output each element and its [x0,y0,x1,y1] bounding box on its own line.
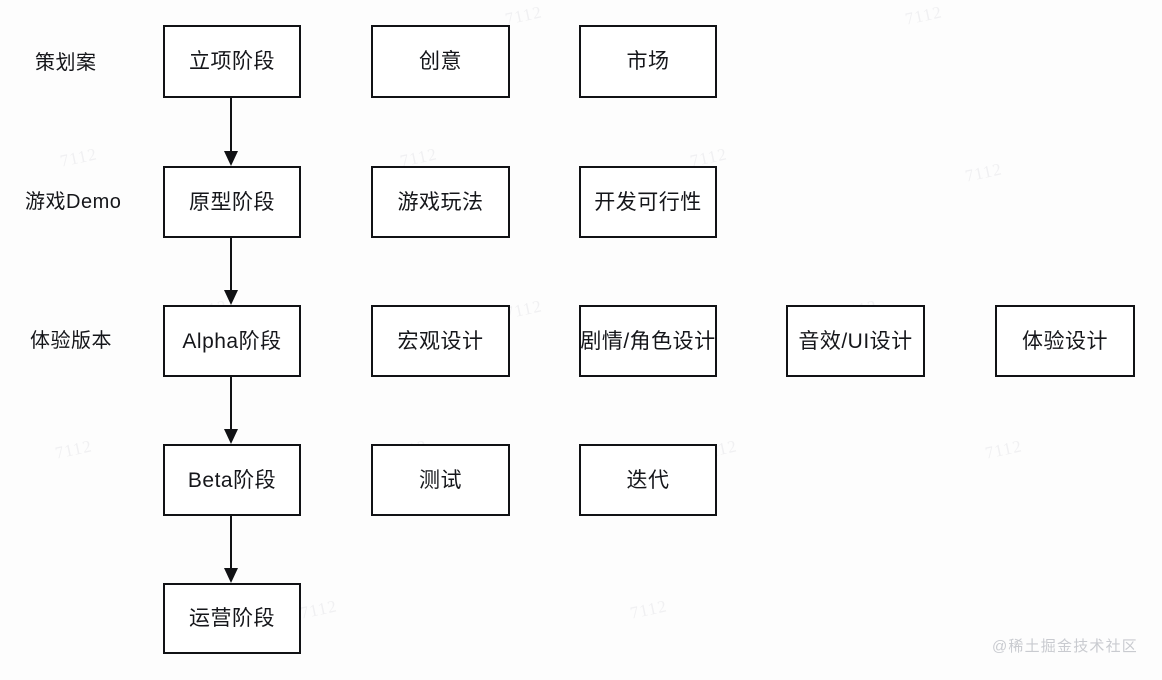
node-story-character-design[interactable]: 剧情/角色设计 [579,305,717,377]
connector-shaft [229,377,233,430]
background-watermark: 7112 [298,596,339,623]
background-watermark: 7112 [58,144,99,171]
node-beta-stage[interactable]: Beta阶段 [163,444,301,516]
row-label-demo: 游戏Demo [25,191,122,213]
connector-shaft [229,98,233,152]
node-operation-stage[interactable]: 运营阶段 [163,583,301,654]
node-market[interactable]: 市场 [579,25,717,98]
connector-shaft [229,516,233,569]
arrow-head-icon [223,429,238,444]
node-iteration[interactable]: 迭代 [579,444,717,516]
node-testing[interactable]: 测试 [371,444,510,516]
node-project-initiation[interactable]: 立项阶段 [163,25,301,98]
background-watermark: 7112 [983,436,1024,463]
node-macro-design[interactable]: 宏观设计 [371,305,510,377]
node-audio-ui-design[interactable]: 音效/UI设计 [786,305,925,377]
node-development-feasibility[interactable]: 开发可行性 [579,166,717,238]
arrow-head-icon [223,151,238,166]
background-watermark: 7112 [903,2,944,29]
arrow-head-icon [223,290,238,305]
row-label-planning: 策划案 [35,52,97,74]
node-experience-design[interactable]: 体验设计 [995,305,1135,377]
row-label-experience: 体验版本 [30,330,112,352]
node-gameplay[interactable]: 游戏玩法 [371,166,510,238]
connector-shaft [229,238,233,291]
node-creativity[interactable]: 创意 [371,25,510,98]
community-watermark: @稀土掘金技术社区 [991,638,1138,655]
node-alpha-stage[interactable]: Alpha阶段 [163,305,301,377]
background-watermark: 7112 [963,159,1004,186]
background-watermark: 7112 [53,436,94,463]
node-prototype-stage[interactable]: 原型阶段 [163,166,301,238]
arrow-head-icon [223,568,238,583]
background-watermark: 7112 [628,596,669,623]
